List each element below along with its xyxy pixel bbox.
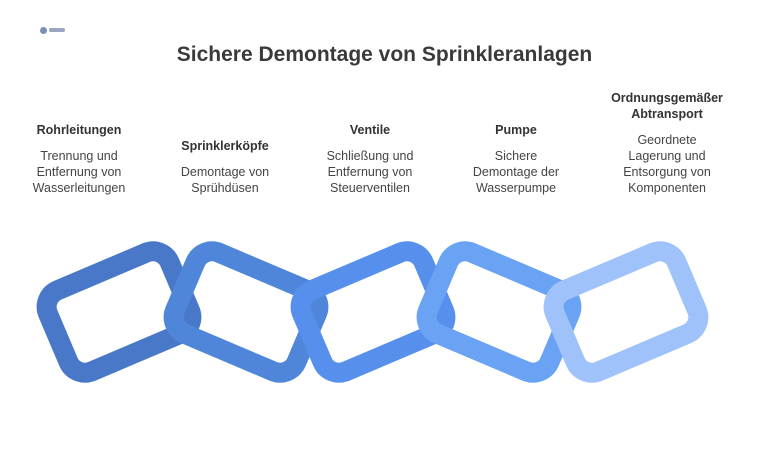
step-ventile: Ventile Schließung und Entfernung von St…: [295, 122, 445, 196]
logo-icon: [40, 26, 47, 34]
step-description: Demontage von Sprühdüsen: [180, 165, 270, 195]
step-heading: Ventile: [349, 123, 391, 137]
chain-link-5-shape: [543, 241, 709, 383]
step-abtransport: Ordnungsgemäßer Abtransport Geordnete La…: [592, 90, 742, 196]
step-heading: Pumpe: [495, 123, 537, 137]
step-description: Geordnete Lagerung und Entsorgung von Ko…: [623, 133, 711, 195]
step-heading: Rohrleitungen: [36, 123, 122, 137]
step-description: Trennung und Entfernung von Wasserleitun…: [32, 149, 126, 195]
page-title: Sichere Demontage von Sprinkleranlagen: [176, 43, 593, 66]
chain-link-5: [543, 241, 709, 383]
step-rohrleitungen: Rohrleitungen Trennung und Entfernung vo…: [4, 122, 154, 196]
step-description: Schließung und Entfernung von Steuervent…: [326, 149, 414, 195]
step-heading: Sprinklerköpfe: [181, 139, 269, 153]
step-pumpe: Pumpe Sichere Demontage der Wasserpumpe: [441, 122, 591, 196]
logo-wordmark: [49, 28, 65, 32]
brand-logo: [40, 25, 66, 35]
step-sprinklerkoepfe: Sprinklerköpfe Demontage von Sprühdüsen: [150, 138, 300, 196]
step-heading: Ordnungsgemäßer Abtransport: [611, 91, 723, 121]
step-description: Sichere Demontage der Wasserpumpe: [472, 149, 560, 195]
